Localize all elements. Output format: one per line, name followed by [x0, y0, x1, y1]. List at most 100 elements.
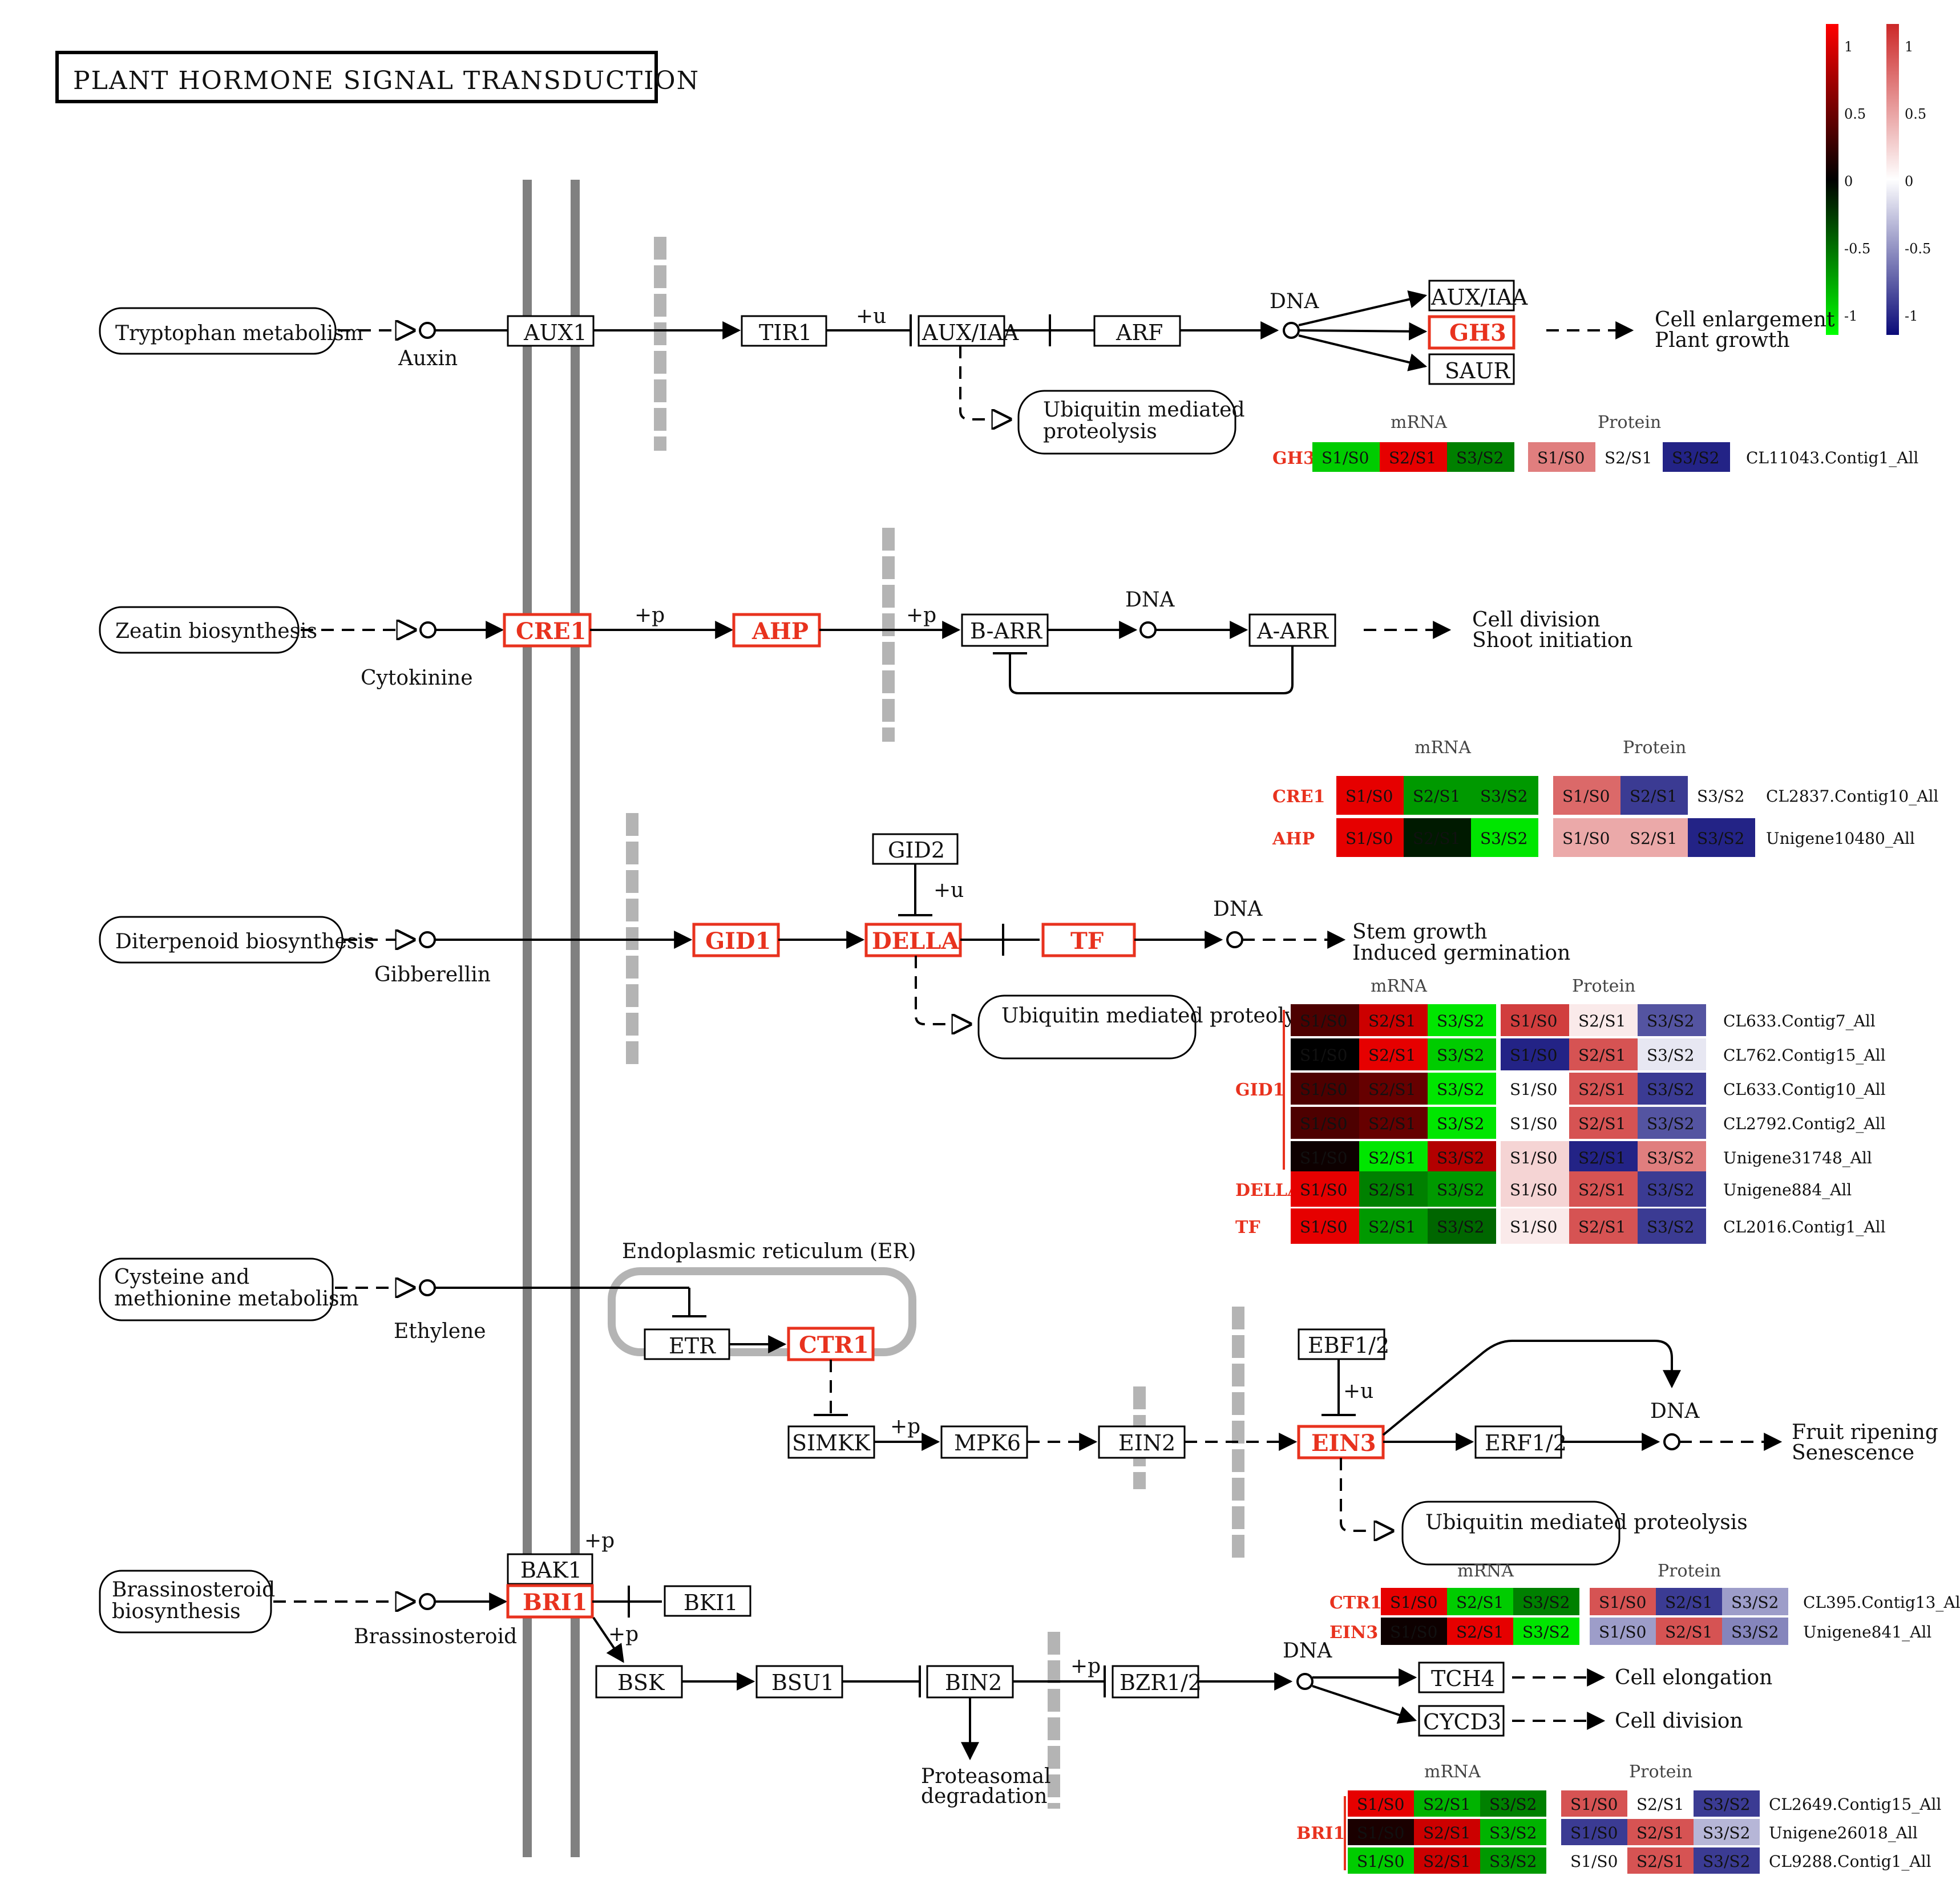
gene-tch4[interactable]: [1418, 1661, 1505, 1693]
side-ubiquitin[interactable]: [1401, 1501, 1620, 1566]
dna-node[interactable]: [1139, 621, 1157, 638]
gene-bak1[interactable]: [507, 1553, 593, 1585]
protein-cell: [1656, 1588, 1722, 1615]
gene-bin2[interactable]: [926, 1665, 1014, 1699]
outcome-label: Cell division: [1472, 608, 1601, 632]
gene-bki1[interactable]: [664, 1585, 751, 1617]
gene-label: DELLA: [872, 928, 959, 955]
source-diterpenoid[interactable]: [99, 916, 343, 964]
heatmap-row-id: Unigene841_All: [1803, 1623, 1931, 1642]
dna-node[interactable]: [1283, 322, 1300, 339]
source-cysteine[interactable]: [99, 1258, 334, 1321]
protein-cell-label: S1/S0: [1510, 1149, 1557, 1167]
gene-gh3[interactable]: [1428, 315, 1516, 350]
dna-node[interactable]: [1663, 1433, 1680, 1450]
gene-simkk[interactable]: [787, 1425, 875, 1459]
compound-ethylene[interactable]: [419, 1279, 436, 1296]
mrna-cell-label: S2/S1: [1456, 1593, 1504, 1612]
pathway-auxin: Tryptophan metabolism Auxin AUX1 TIR1 +u…: [99, 280, 1835, 455]
gene-label: AUX/IAA: [922, 320, 1019, 345]
membrane-line: [523, 180, 532, 1857]
source-zeatin[interactable]: [99, 606, 300, 654]
protein-cell: [1501, 1171, 1569, 1207]
source-label: methionine metabolism: [114, 1287, 359, 1311]
gene-aux-iaa-target[interactable]: [1428, 280, 1515, 312]
gene-arf[interactable]: [1093, 315, 1181, 347]
protein-cell: [1590, 1618, 1656, 1645]
gene-label: BIN2: [945, 1670, 1002, 1695]
compound-brassinosteroid[interactable]: [419, 1593, 436, 1610]
protein-cell-label: S3/S2: [1731, 1593, 1779, 1612]
heatmap-gene-label: CRE1: [1272, 787, 1325, 807]
ligand-label: Cytokinine: [361, 666, 473, 690]
source-tryptophan[interactable]: [99, 307, 337, 355]
mrna-cell: [1380, 442, 1447, 472]
mrna-cell: [1414, 1819, 1480, 1845]
mrna-cell-label: S3/S2: [1522, 1623, 1570, 1642]
dna-node[interactable]: [1296, 1673, 1314, 1690]
gene-della[interactable]: [864, 923, 962, 957]
gene-label: CYCD3: [1423, 1709, 1501, 1735]
outcome-label: Cell enlargement: [1655, 308, 1835, 331]
protein-cell-label: S3/S2: [1647, 1046, 1694, 1065]
compound-gibberellin[interactable]: [419, 931, 436, 948]
protein-cell-label: S3/S2: [1703, 1852, 1750, 1871]
gene-ahp[interactable]: [732, 613, 821, 648]
protein-cell-label: S1/S0: [1510, 1114, 1557, 1133]
dna-node[interactable]: [1226, 931, 1243, 948]
mrna-cell: [1336, 776, 1404, 815]
ligand-label: Brassinosteroid: [354, 1625, 517, 1648]
gene-bsu1[interactable]: [755, 1665, 843, 1699]
side-label: Ubiquitin mediated proteolysis: [1425, 1511, 1748, 1534]
protein-cell: [1638, 1141, 1706, 1173]
protein-cell: [1722, 1588, 1788, 1615]
compound-auxin[interactable]: [419, 322, 436, 339]
protein-header: Protein: [1623, 738, 1686, 758]
compound-cytokinine[interactable]: [419, 621, 437, 638]
gene-mpk6[interactable]: [940, 1425, 1028, 1459]
gene-aux-iaa[interactable]: [918, 315, 1005, 347]
mrna-cell: [1348, 1847, 1414, 1874]
mrna-cell-label: S3/S2: [1437, 1012, 1484, 1030]
gene-label: TF: [1070, 928, 1104, 955]
source-brassinosteroid[interactable]: [99, 1570, 272, 1634]
mrna-cell: [1428, 1208, 1496, 1244]
protein-cell: [1561, 1819, 1627, 1845]
mrna-cell: [1428, 1141, 1496, 1173]
mrna-cell-label: S3/S2: [1437, 1149, 1484, 1167]
mrna-cell-label: S3/S2: [1489, 1852, 1537, 1871]
gene-bri1[interactable]: [506, 1584, 594, 1619]
gene-saur[interactable]: [1428, 353, 1515, 385]
mrna-cell: [1291, 1208, 1359, 1244]
protein-cell-label: S3/S2: [1647, 1080, 1694, 1099]
modifier-label: +p: [890, 1415, 920, 1438]
gene-bzr1-2[interactable]: [1112, 1665, 1199, 1699]
protein-cell: [1638, 1073, 1706, 1105]
gene-cycd3[interactable]: [1418, 1705, 1505, 1737]
outcome-label: Senescence: [1792, 1441, 1914, 1465]
protein-cell-label: S3/S2: [1697, 787, 1744, 806]
heatmap-row-id: Unigene26018_All: [1769, 1824, 1918, 1842]
protein-cell: [1694, 1819, 1760, 1845]
gene-tir1[interactable]: [741, 315, 827, 347]
protein-cell-label: S1/S0: [1599, 1623, 1646, 1642]
modifier-label: +p: [1070, 1655, 1101, 1678]
mrna-cell: [1447, 442, 1514, 472]
mrna-cell-label: S2/S1: [1368, 1080, 1416, 1099]
mrna-cell: [1447, 1618, 1513, 1645]
mrna-cell: [1480, 1847, 1546, 1874]
gene-cre1[interactable]: [503, 613, 592, 648]
gene-label: AUX/IAA: [1430, 285, 1528, 310]
heatmap-row-id: Unigene31748_All: [1723, 1149, 1872, 1167]
side-ubiquitin[interactable]: [1017, 390, 1236, 455]
mrna-cell: [1414, 1847, 1480, 1874]
modifier-label: +u: [856, 305, 886, 328]
gene-label: ERF1/2: [1485, 1430, 1567, 1456]
mrna-cell: [1348, 1819, 1414, 1845]
gene-label: B-ARR: [970, 618, 1043, 644]
source-label: Zeatin biosynthesis: [115, 620, 317, 643]
pathway-brassinosteroid: Brassinosteroid biosynthesis Brassinoste…: [99, 1529, 1772, 1808]
mrna-cell-label: S1/S0: [1300, 1114, 1347, 1133]
side-ubiquitin[interactable]: [977, 994, 1197, 1060]
gene-ebf1-2[interactable]: [1298, 1328, 1385, 1360]
